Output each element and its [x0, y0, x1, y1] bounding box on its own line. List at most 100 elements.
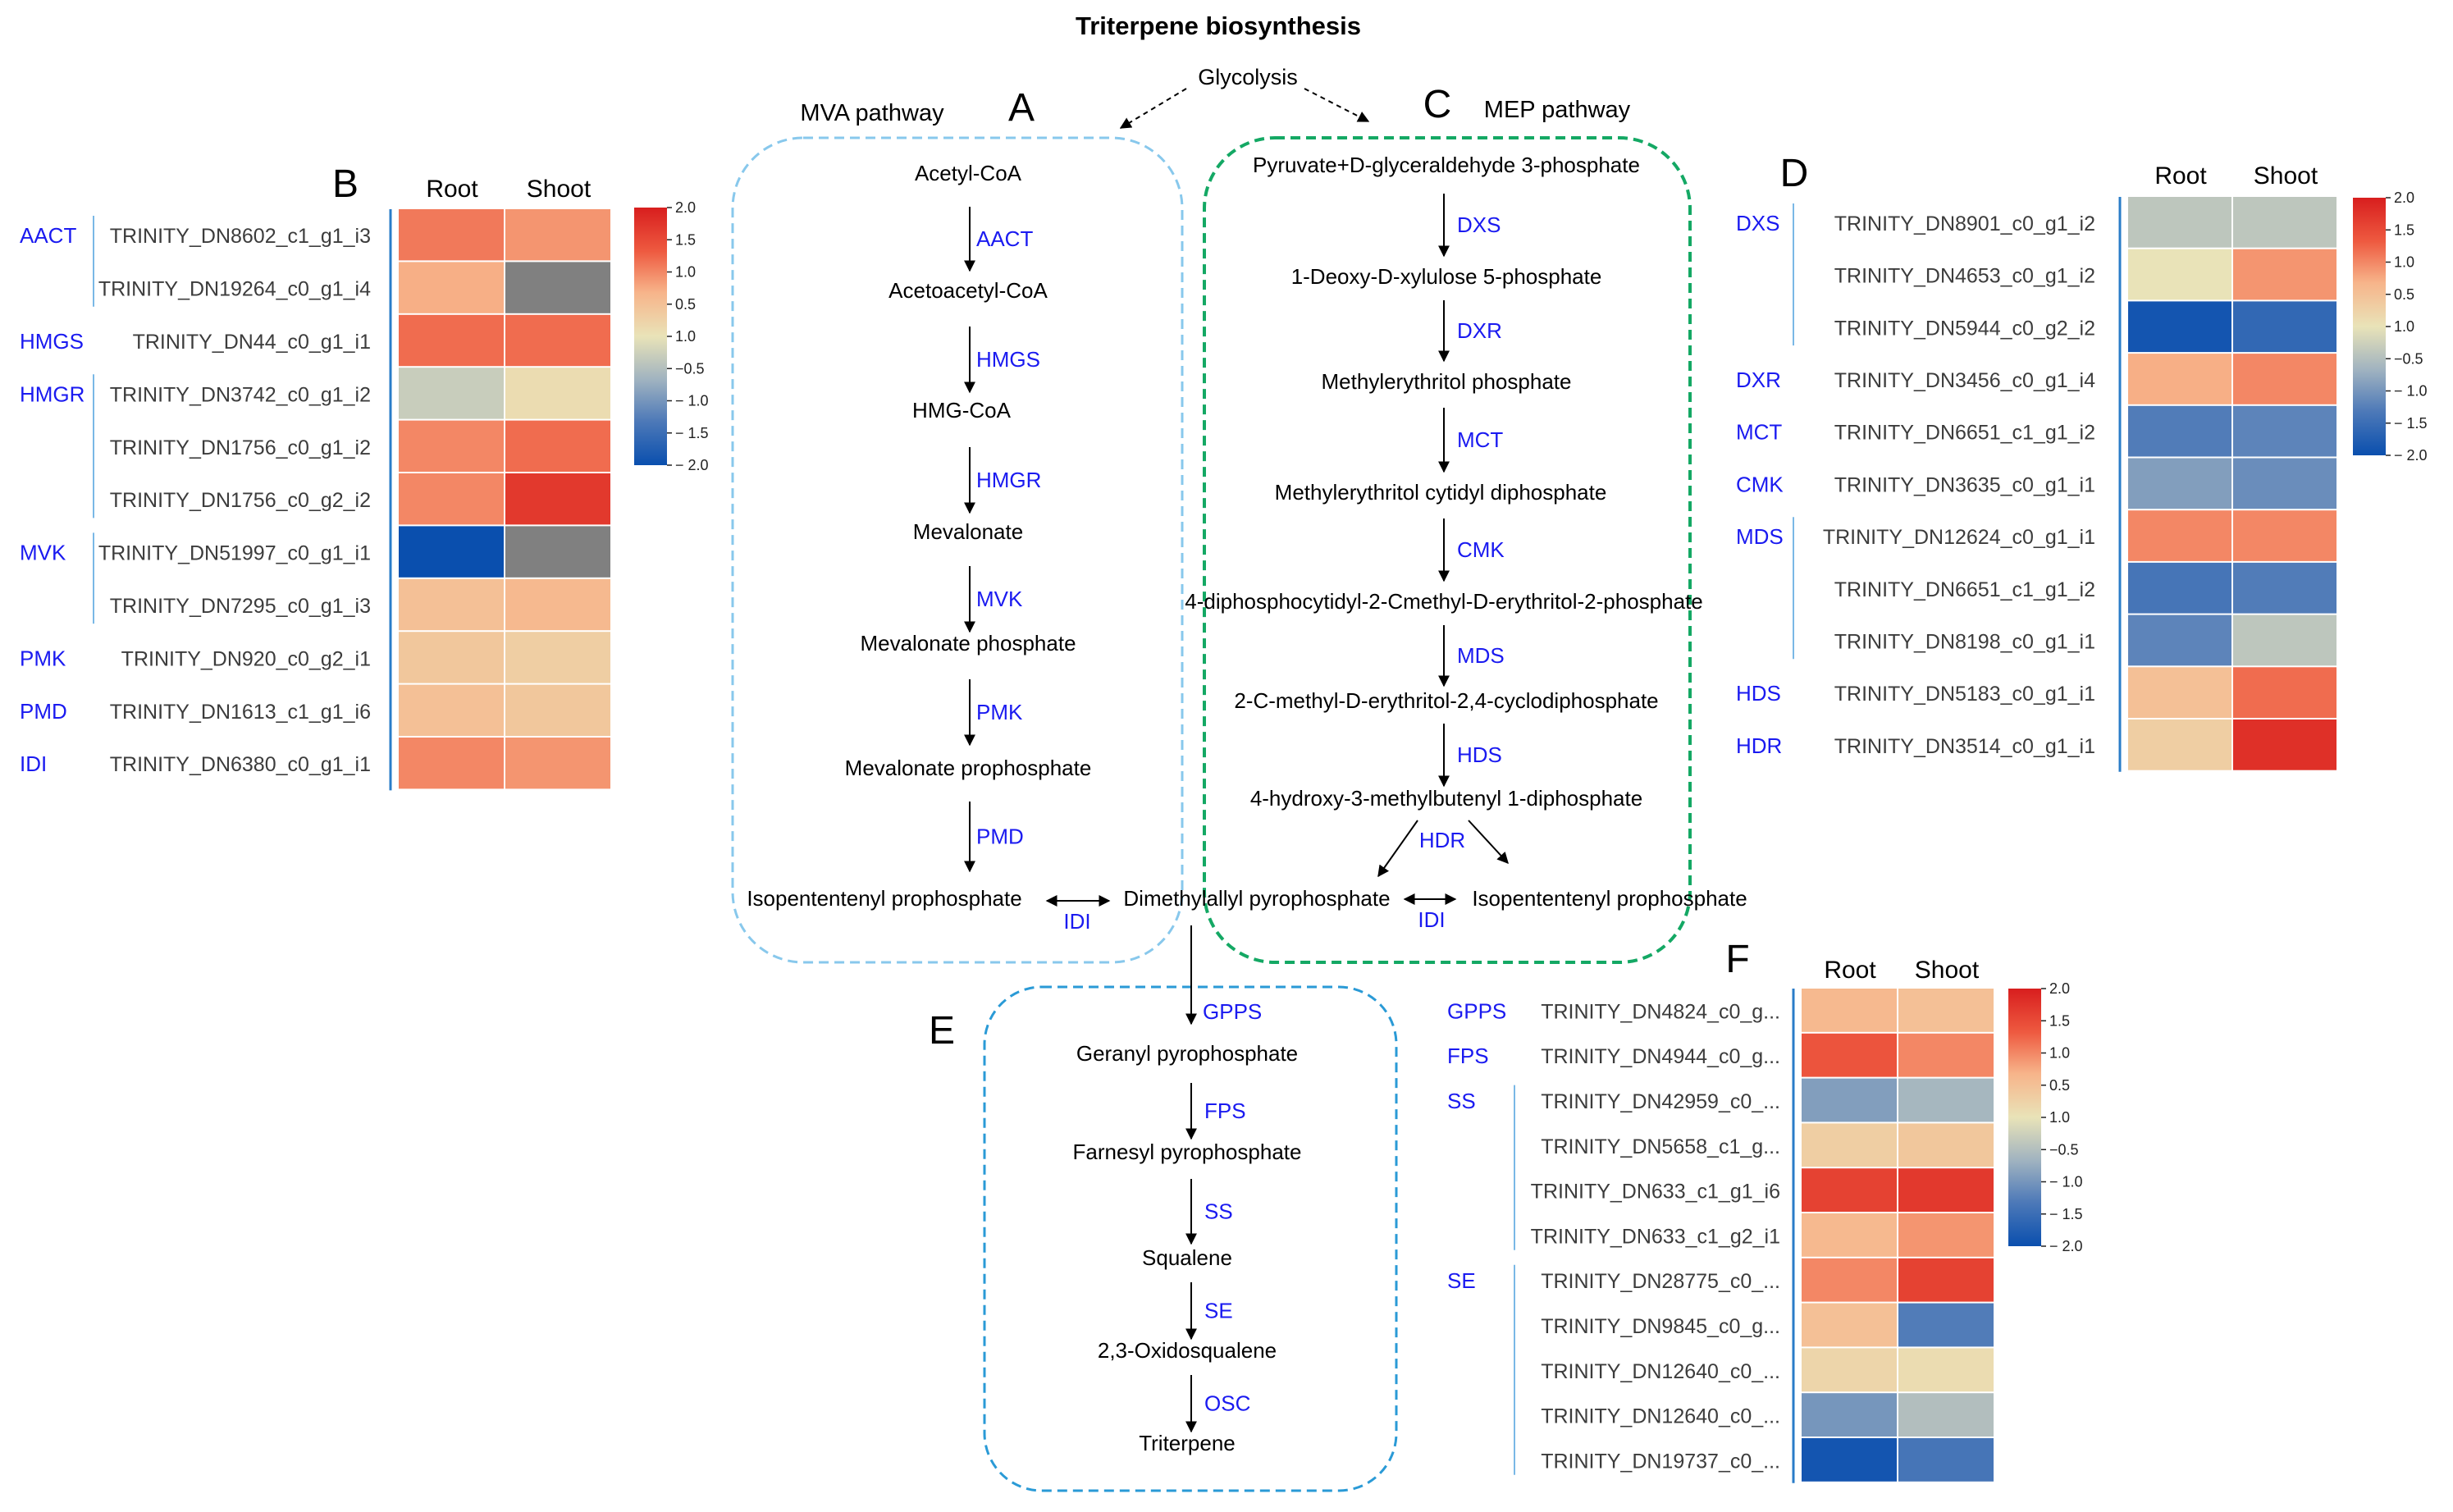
heatmap-enzyme-label: CMK — [1736, 472, 1784, 496]
enzyme-label: SE — [1204, 1299, 1233, 1323]
heatmap-enzyme-label: MVK — [20, 541, 66, 565]
heatmap-cell — [505, 314, 610, 367]
panel-letter: D — [1780, 152, 1809, 195]
enzyme-label: PMD — [976, 825, 1024, 849]
heatmap-enzyme-label: DXS — [1736, 211, 1779, 235]
mva-pathway-box — [731, 136, 1184, 964]
heatmap-cell — [399, 314, 504, 367]
heatmap-cell — [505, 632, 610, 683]
gene-label: TRINITY_DN9845_c0_g... — [1541, 1315, 1780, 1338]
enzyme-label: GPPS — [1203, 999, 1262, 1024]
enzyme-label: HMGS — [976, 347, 1040, 372]
metabolite-label: HMG-CoA — [912, 398, 1012, 423]
metabolite-label: Farnesyl pyrophosphate — [1073, 1140, 1302, 1164]
panel-a-letter: A — [1008, 86, 1035, 130]
heatmap-cell — [1898, 1303, 1994, 1347]
hdr-arrow-left — [1377, 820, 1418, 878]
heatmap-cell — [505, 420, 610, 472]
heatmap-cell — [505, 368, 610, 419]
gene-label: TRINITY_DN6651_c1_g1_i2 — [1834, 578, 2095, 601]
heatmap-cell — [399, 473, 504, 525]
gene-label: TRINITY_DN6380_c0_g1_i1 — [110, 753, 371, 776]
panel-letter: B — [332, 162, 359, 206]
heatmap-cell — [2233, 562, 2337, 614]
colorbar-tick-label: 0.5 — [675, 296, 696, 313]
heatmap-cell — [505, 526, 610, 578]
colorbar-tick-label: − 2.0 — [2394, 447, 2428, 464]
enzyme-label: OSC — [1204, 1391, 1250, 1416]
heatmap-cell — [505, 209, 610, 261]
colorbar-tick-label: 1.0 — [675, 264, 696, 281]
heatmap-column-header: Root — [2154, 162, 2207, 190]
heatmap-column-header: Root — [426, 176, 478, 203]
heatmap-column-header: Shoot — [2254, 162, 2318, 190]
metabolite-label: Methylerythritol cytidyl diphosphate — [1275, 480, 1607, 505]
glycolysis-to-mva-arrow — [1119, 88, 1187, 129]
heatmap-column-header: Root — [1824, 957, 1876, 984]
heatmap-enzyme-label: PMK — [20, 646, 66, 670]
enzyme-label: DXR — [1457, 318, 1502, 343]
colorbar — [2353, 198, 2386, 455]
figure-title: Triterpene biosynthesis — [1076, 11, 1361, 40]
gene-label: TRINITY_DN19264_c0_g1_i4 — [98, 278, 371, 301]
metabolite-label: Methylerythritol phosphate — [1322, 369, 1572, 394]
heatmap-cell — [2128, 405, 2231, 457]
heatmap-cell — [2128, 614, 2231, 666]
gene-label: TRINITY_DN633_c1_g2_i1 — [1531, 1225, 1780, 1248]
colorbar-tick-label: 1.5 — [2394, 222, 2414, 238]
hdr-arrow-right — [1468, 820, 1509, 865]
gene-label: TRINITY_DN42959_c0_... — [1541, 1090, 1780, 1113]
idi-left-label: IDI — [1063, 909, 1090, 934]
heatmap-enzyme-label: GPPS — [1447, 998, 1506, 1023]
metabolite-dmapp: Dimethylallyl pyrophosphate — [1123, 886, 1390, 911]
heatmap-cell — [2128, 249, 2231, 300]
colorbar-tick-label: 2.0 — [2049, 980, 2070, 997]
heatmap-cell — [399, 209, 504, 261]
metabolite-label: Isopententenyl prophosphate — [747, 886, 1021, 911]
colorbar-tick-label: − 1.5 — [2394, 415, 2428, 432]
heatmap-cell — [399, 420, 504, 472]
colorbar-tick-label: 2.0 — [2394, 190, 2414, 206]
heatmap-cell — [2233, 405, 2337, 457]
heatmap-cell — [399, 526, 504, 578]
gene-label: TRINITY_DN3742_c0_g1_i2 — [110, 383, 371, 406]
heatmap-cell — [1898, 1033, 1994, 1077]
colorbar — [634, 208, 667, 465]
metabolite-label: 4-hydroxy-3-methylbutenyl 1-diphosphate — [1250, 786, 1642, 811]
heatmap-cell — [2233, 614, 2337, 666]
heatmap-enzyme-label: HDR — [1736, 733, 1782, 758]
metabolite-label: Squalene — [1142, 1245, 1232, 1270]
colorbar-tick-label: − 1.5 — [2049, 1206, 2083, 1222]
heatmap-cell — [399, 738, 504, 789]
colorbar-tick-label: − 2.0 — [2049, 1238, 2083, 1254]
gene-label: TRINITY_DN4653_c0_g1_i2 — [1834, 265, 2095, 288]
heatmap-enzyme-label: MCT — [1736, 420, 1782, 445]
gene-label: TRINITY_DN19737_c0_... — [1541, 1450, 1780, 1473]
heatmap-enzyme-label: IDI — [20, 751, 47, 776]
colorbar-tick-label: 1.0 — [2049, 1045, 2070, 1062]
heatmap-enzyme-label: DXR — [1736, 368, 1781, 392]
heatmap-enzyme-label: HMGS — [20, 329, 84, 354]
heatmap-cell — [1802, 989, 1897, 1032]
heatmap-cell — [2128, 667, 2231, 718]
gene-label: TRINITY_DN5183_c0_g1_i1 — [1834, 683, 2095, 706]
heatmap-cell — [2128, 301, 2231, 353]
heatmap-cell — [1898, 1258, 1994, 1302]
gene-label: TRINITY_DN8198_c0_g1_i1 — [1834, 630, 2095, 653]
colorbar-tick-label: 0.5 — [2394, 286, 2414, 303]
heatmap-cell — [2233, 510, 2337, 561]
glycolysis-label: Glycolysis — [1198, 65, 1298, 89]
heatmap-cell — [1898, 1393, 1994, 1437]
colorbar-tick-label: −0.5 — [675, 360, 705, 377]
heatmap-cell — [505, 578, 610, 631]
gene-label: TRINITY_DN28775_c0_... — [1541, 1270, 1780, 1293]
enzyme-label: HMGR — [976, 468, 1041, 492]
metabolite-label: Acetoacetyl-CoA — [888, 278, 1048, 303]
enzyme-label: HDR — [1419, 828, 1465, 852]
heatmap-cell — [1802, 1348, 1897, 1392]
heatmap-cell — [2128, 197, 2231, 248]
